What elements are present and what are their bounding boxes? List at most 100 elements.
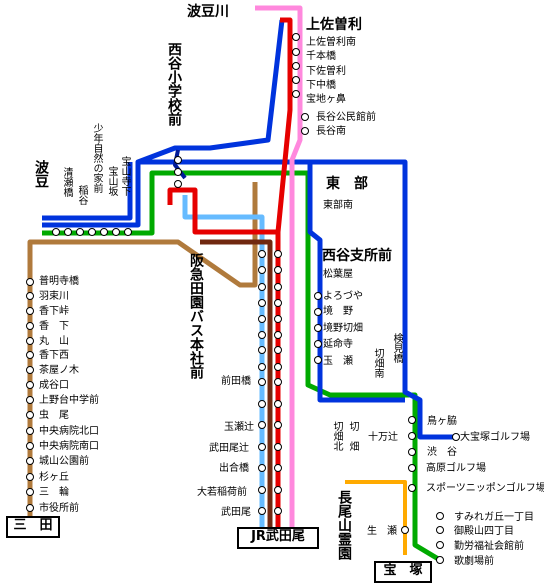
- stop-seinose[interactable]: 清瀬橋: [61, 167, 72, 197]
- stop-marker-north-1[interactable]: [292, 48, 300, 56]
- stop-yorozuya[interactable]: よろづや: [323, 291, 363, 302]
- stop-kamisasori-minami[interactable]: 上佐曽利南: [306, 37, 356, 48]
- stop-narutani[interactable]: 成谷口: [39, 380, 69, 391]
- stop-kashita-toge[interactable]: 香下峠: [39, 306, 69, 317]
- stop-marker-west-10[interactable]: [26, 427, 34, 435]
- stop-marker-east-0[interactable]: [408, 416, 416, 424]
- stop-marker-center-b-7[interactable]: [274, 363, 282, 371]
- stop-sakaino-kiri[interactable]: 境野切畑: [323, 323, 363, 334]
- stop-marker-nagatani-0[interactable]: [301, 113, 309, 121]
- stop-chayagi[interactable]: 茶屋ノ木: [39, 365, 79, 376]
- stop-marker-west-8[interactable]: [26, 396, 34, 404]
- stop-hatsutoyo[interactable]: 羽束川: [39, 291, 69, 302]
- stop-marker-center-b-6[interactable]: [274, 346, 282, 354]
- stop-kogen-golf[interactable]: 高原ゴルフ場: [426, 463, 486, 474]
- stop-marker-takara-1[interactable]: [436, 526, 444, 534]
- stop-marker-west-13[interactable]: [26, 473, 34, 481]
- stop-shonen-shizen[interactable]: 少年自然の家前: [91, 123, 102, 193]
- stop-marker-west-0[interactable]: [26, 278, 34, 286]
- stop-shoyoya[interactable]: 松葉屋: [323, 269, 353, 280]
- stop-otoe-inari[interactable]: 大若稲荷前: [197, 487, 247, 498]
- terminal-sanda[interactable]: 三 田: [6, 516, 60, 538]
- stop-hankyu-honsha[interactable]: 阪急田園バス本社前: [188, 253, 204, 379]
- stop-marker-center-b-14[interactable]: [274, 507, 282, 515]
- stop-marker-row-6[interactable]: [124, 228, 132, 236]
- stop-nagatani-minami[interactable]: 長谷南: [316, 126, 346, 137]
- stop-marker-center-a-7[interactable]: [258, 363, 266, 371]
- stop-marker-row-1[interactable]: [64, 228, 72, 236]
- stop-marker-nagatani-1[interactable]: [301, 127, 309, 135]
- stop-kiribata[interactable]: 切 畑: [347, 421, 358, 451]
- stop-marker-center-a-6[interactable]: [258, 346, 266, 354]
- stop-shiyakusho[interactable]: 市役所前: [39, 503, 79, 514]
- stop-marker-west-1[interactable]: [26, 292, 34, 300]
- stop-kamisasori[interactable]: 上佐曽利: [306, 17, 362, 33]
- stop-maeda-bashi[interactable]: 前田橋: [221, 376, 251, 387]
- stop-fumyoji[interactable]: 普明寺橋: [39, 276, 79, 287]
- stop-marker-center-b-9[interactable]: [274, 400, 282, 408]
- stop-marker-east-2[interactable]: [408, 448, 416, 456]
- stop-marker-middle-4[interactable]: [314, 356, 322, 364]
- stop-marker-north-0[interactable]: [292, 33, 300, 41]
- stop-marker-center-a-5[interactable]: [258, 331, 266, 339]
- stop-marker-west-6[interactable]: [26, 366, 34, 374]
- stop-marker-west-7[interactable]: [26, 381, 34, 389]
- stop-shiroyama-koen[interactable]: 城山公園前: [39, 456, 89, 467]
- stop-higashibu[interactable]: 東 部: [326, 176, 368, 192]
- stop-marker-center-b-4[interactable]: [274, 315, 282, 323]
- stop-marker-golf[interactable]: [452, 433, 460, 441]
- stop-marker-center-a-13[interactable]: [258, 486, 266, 494]
- stop-marker-north-2[interactable]: [292, 62, 300, 70]
- stop-marker-center-a-8[interactable]: [258, 378, 266, 386]
- stop-senbon-bashi[interactable]: 千本橋: [306, 51, 336, 62]
- stop-marker-center-b-5[interactable]: [274, 331, 282, 339]
- stop-marker-west-9[interactable]: [26, 411, 34, 419]
- stop-marker-center-b-2[interactable]: [274, 283, 282, 291]
- stop-marker-west-11[interactable]: [26, 442, 34, 450]
- stop-marker-middle-0[interactable]: [314, 292, 322, 300]
- stop-enmeiji[interactable]: 延命寺: [323, 339, 353, 350]
- stop-tamase-ozu[interactable]: 玉瀬辻: [224, 422, 254, 433]
- stop-kashita-nishi[interactable]: 香下西: [39, 350, 69, 361]
- stop-marker-east-3[interactable]: [408, 464, 416, 472]
- stop-takedao-tsuji[interactable]: 武田尾辻: [209, 443, 249, 454]
- stop-marker-west-4[interactable]: [26, 337, 34, 345]
- stop-marker-school-1[interactable]: [174, 168, 182, 176]
- stop-shimosasori[interactable]: 下佐曽利: [306, 66, 346, 77]
- stop-maruyama[interactable]: 丸 山: [39, 336, 69, 347]
- stop-takarayama-saka[interactable]: 宝山坂: [106, 166, 117, 196]
- stop-marker-row-3[interactable]: [88, 228, 96, 236]
- stop-sanwa[interactable]: 三 輪: [39, 487, 69, 498]
- stop-nishitani-school[interactable]: 西谷小学校前: [166, 42, 182, 126]
- stop-marker-center-a-11[interactable]: [258, 443, 266, 451]
- stop-marker-center-b-13[interactable]: [274, 486, 282, 494]
- stop-chuo-byoin-kita[interactable]: 中央病院北口: [39, 426, 99, 437]
- stop-marker-center-a-1[interactable]: [258, 266, 266, 274]
- stop-tamase[interactable]: 玉 瀬: [323, 356, 353, 367]
- stop-kamino-daichu[interactable]: 上野台中学前: [39, 395, 99, 406]
- stop-marker-row-5[interactable]: [112, 228, 120, 236]
- stop-marker-center-a-14[interactable]: [258, 507, 266, 515]
- stop-takarayama-ji[interactable]: 宝山寺下: [119, 156, 130, 196]
- stop-marker-row-4[interactable]: [100, 228, 108, 236]
- stop-marker-center-b-11[interactable]: [274, 443, 282, 451]
- stop-marker-center-a-0[interactable]: [258, 250, 266, 258]
- stop-sports-nippon[interactable]: スポーツニッポンゴルフ場: [426, 483, 544, 494]
- stop-marker-center-a-2[interactable]: [258, 283, 266, 291]
- stop-takarajigahana[interactable]: 宝地ヶ鼻: [306, 94, 346, 105]
- stop-marker-takara-3[interactable]: [436, 556, 444, 564]
- stop-kinro-fukushi[interactable]: 勤労福祉会館前: [454, 541, 524, 552]
- stop-marker-center-b-10[interactable]: [274, 421, 282, 429]
- stop-marker-west-5[interactable]: [26, 351, 34, 359]
- stop-marker-takara-2[interactable]: [436, 541, 444, 549]
- stop-kenmi-bashi[interactable]: 検見橋: [391, 333, 402, 363]
- stop-marker-row-2[interactable]: [76, 228, 84, 236]
- stop-nishitani-shisho[interactable]: 西谷支所前: [322, 248, 392, 264]
- stop-chuo-byoin-minami[interactable]: 中央病院南口: [39, 441, 99, 452]
- stop-marker-center-b-8[interactable]: [274, 378, 282, 386]
- stop-hatsukawa[interactable]: 波豆川: [187, 4, 229, 20]
- stop-marker-east-4[interactable]: [408, 484, 416, 492]
- stop-sumiregaoka[interactable]: すみれガ丘一丁目: [454, 512, 534, 523]
- stop-marker-north-4[interactable]: [292, 90, 300, 98]
- stop-marker-middle-2[interactable]: [314, 324, 322, 332]
